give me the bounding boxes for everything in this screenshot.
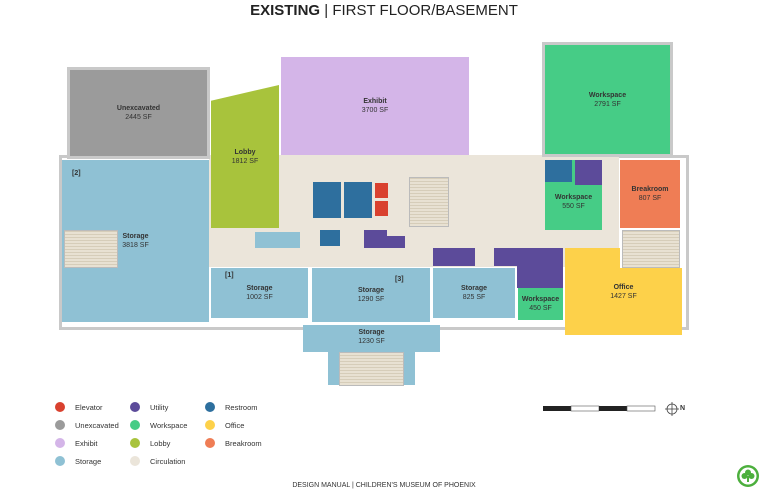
exhibit-swatch-icon: [55, 438, 65, 448]
label: Exhibit: [75, 438, 98, 448]
label: Storage: [122, 233, 149, 240]
legend-item: Office: [205, 420, 280, 430]
label: Storage: [358, 329, 385, 336]
legend-item: Breakroom: [205, 438, 280, 448]
scale-bar: [543, 405, 656, 412]
room-storage-825: Storage 825 SF: [433, 268, 515, 318]
utility-swatch-icon: [130, 402, 140, 412]
label: 450 SF: [529, 305, 552, 312]
room-storage-1002: Storage 1002 SF: [211, 268, 308, 318]
room-storage-3818: Storage 3818 SF: [62, 160, 209, 322]
tag-1: [1]: [225, 272, 234, 279]
label: Storage: [460, 285, 488, 292]
label: 825 SF: [462, 294, 486, 301]
legend-item: Lobby: [130, 438, 205, 448]
storage-swatch-icon: [55, 456, 65, 466]
utility: [433, 248, 475, 266]
label: 1230 SF: [358, 338, 385, 345]
clover-logo-icon: [737, 465, 759, 487]
office-swatch-icon: [205, 420, 215, 430]
title-rest: | FIRST FLOOR/BASEMENT: [324, 2, 518, 19]
restroom-swatch-icon: [205, 402, 215, 412]
label: 1812 SF: [231, 157, 259, 165]
label: Workspace: [150, 420, 188, 430]
label: Storage: [246, 285, 273, 292]
title-bold: EXISTING: [250, 2, 321, 19]
tag-2: [2]: [72, 170, 81, 177]
label: Utility: [150, 402, 169, 412]
label: Exhibit: [363, 98, 387, 105]
utility: [387, 236, 405, 248]
tag-3: [3]: [395, 276, 404, 283]
north-label: N: [680, 405, 686, 412]
label: Circulation: [150, 456, 186, 466]
legend-item: Circulation: [130, 456, 205, 466]
footer: DESIGN MANUAL | CHILDREN'S MUSEUM OF PHO…: [292, 482, 476, 489]
label: 2445 SF: [125, 114, 152, 121]
stair: [339, 352, 404, 386]
storage-small: [255, 232, 300, 248]
restroom: [313, 182, 341, 218]
stair: [64, 230, 118, 268]
legend-item: Storage: [55, 456, 130, 466]
label: Office: [613, 283, 634, 291]
label: 1290 SF: [357, 296, 385, 303]
label: Storage: [75, 456, 102, 466]
north-arrow-icon: [665, 402, 679, 416]
legend-item: Elevator: [55, 402, 130, 412]
label: 807 SF: [638, 195, 662, 202]
room-breakroom: Breakroom 807 SF: [620, 160, 680, 228]
room-exhibit: Exhibit 3700 SF: [281, 57, 469, 155]
label: Breakroom: [631, 186, 669, 193]
unexcavated-swatch-icon: [55, 420, 65, 430]
legend: Elevator Utility Restroom Unexcavated Wo…: [55, 402, 280, 466]
label: 2791 SF: [594, 100, 621, 108]
utility: [364, 230, 387, 248]
restroom: [344, 182, 372, 218]
room-workspace-450: Workspace 450 SF: [518, 288, 563, 320]
circulation-swatch-icon: [130, 456, 140, 466]
label: 550 SF: [562, 203, 585, 210]
label: Breakroom: [225, 438, 262, 448]
label: Lobby: [150, 438, 171, 448]
utility: [494, 248, 517, 266]
legend-item: Utility: [130, 402, 205, 412]
page-title: EXISTING | FIRST FLOOR/BASEMENT: [0, 2, 768, 19]
room-unexcavated: Unexcavated 2445 SF: [67, 67, 210, 159]
elevator: [375, 183, 388, 198]
lobby-swatch-icon: [130, 438, 140, 448]
room-storage-1290: Storage 1290 SF: [312, 268, 430, 322]
elevator: [375, 201, 388, 216]
label: 3700 SF: [361, 107, 389, 114]
label: Office: [225, 420, 245, 430]
label: Unexcavated: [116, 105, 161, 112]
room-storage-1230: Storage 1230 SF: [303, 325, 440, 352]
legend-item: Restroom: [205, 402, 280, 412]
label: Workspace: [521, 296, 560, 303]
stair: [409, 177, 449, 227]
label: Restroom: [225, 402, 258, 412]
label: Elevator: [75, 402, 103, 412]
restroom: [545, 160, 572, 182]
elevator-swatch-icon: [55, 402, 65, 412]
label: Storage: [357, 287, 385, 294]
legend-item: Exhibit: [55, 438, 130, 448]
breakroom-swatch-icon: [205, 438, 215, 448]
stair: [622, 230, 680, 268]
utility: [517, 248, 563, 288]
label: Lobby: [234, 148, 256, 156]
label: 1427 SF: [610, 292, 637, 300]
legend-item: Unexcavated: [55, 420, 130, 430]
restroom: [320, 230, 340, 246]
label: Workspace: [588, 91, 627, 99]
legend-item: Workspace: [130, 420, 205, 430]
label: Workspace: [554, 194, 593, 201]
label: 1002 SF: [246, 294, 273, 301]
workspace-swatch-icon: [130, 420, 140, 430]
utility: [575, 160, 602, 185]
label: Unexcavated: [75, 420, 119, 430]
label: 3818 SF: [122, 242, 149, 249]
